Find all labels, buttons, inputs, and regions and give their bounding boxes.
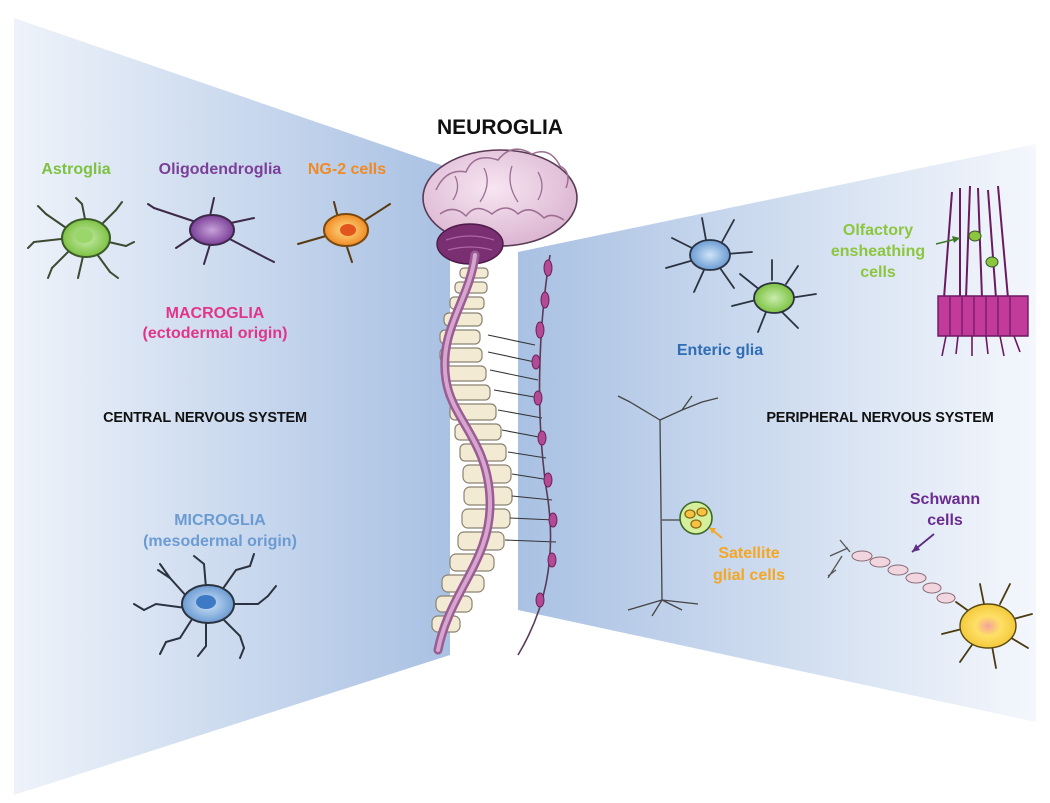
olfactory-label-line-2: ensheathing (830, 243, 926, 260)
cns-system-label: CENTRAL NERVOUS SYSTEM (103, 410, 307, 426)
satellite-label-line-1: Satellite (718, 545, 780, 562)
oligodendroglia-cell (147, 197, 275, 265)
macroglia-origin-label: (ectodermal origin) (142, 325, 288, 342)
microglia-origin-label: (mesodermal origin) (143, 533, 297, 550)
ng2-cells-label: NG-2 cells (307, 161, 387, 178)
satellite-neuron-illustration (617, 395, 723, 617)
diagram-title: NEUROGLIA (437, 116, 563, 139)
oligodendroglia-label: Oligodendroglia (158, 161, 282, 178)
macroglia-label: MACROGLIA (165, 305, 265, 322)
pns-panel (518, 144, 1036, 722)
enteric-glia-cell-blue (665, 217, 753, 293)
schwann-label-line-1: Schwann (909, 491, 981, 508)
olfactory-ensheathing-illustration (935, 185, 1029, 357)
cns-panel (14, 18, 450, 795)
enteric-glia-cell-green (731, 259, 817, 333)
astroglia-cell (27, 197, 135, 279)
microglia-label: MICROGLIA (174, 512, 266, 529)
astroglia-label: Astroglia (41, 161, 111, 178)
pns-system-label: PERIPHERAL NERVOUS SYSTEM (766, 410, 994, 426)
schwann-label-line-2: cells (927, 512, 963, 529)
ng2-cell (297, 201, 391, 263)
schwann-cell-illustration (827, 533, 1033, 669)
spinal-column-illustration (431, 250, 558, 656)
microglia-cell (133, 553, 277, 659)
satellite-label-line-2: glial cells (712, 567, 786, 584)
enteric-glia-label: Enteric glia (676, 342, 764, 359)
olfactory-label-line-3: cells (860, 264, 896, 281)
olfactory-label-line-1: Olfactory (842, 222, 914, 239)
